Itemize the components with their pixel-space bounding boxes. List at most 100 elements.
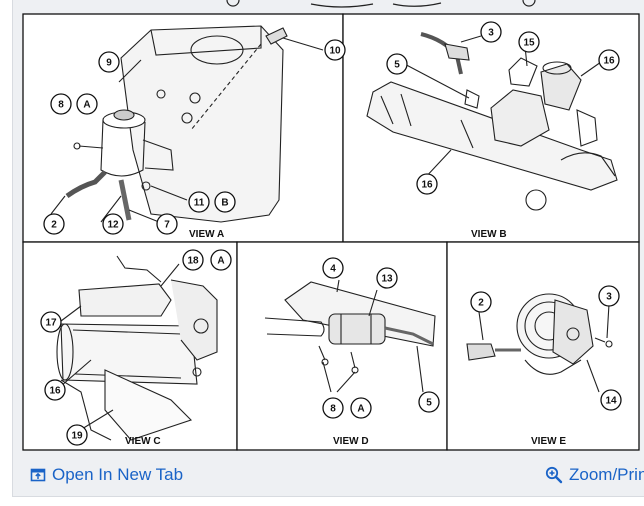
callout-circle bbox=[76, 93, 98, 115]
callout-number: A bbox=[217, 256, 224, 267]
view-e-label: VIEW E bbox=[531, 436, 566, 447]
callout-circle bbox=[480, 21, 502, 43]
callout-circle bbox=[43, 213, 65, 235]
callout-number: 15 bbox=[523, 38, 535, 49]
power-steering-diagram: VIEW A VIEW B VIEW C VIEW D VIEW E 9108A… bbox=[22, 0, 640, 451]
callout-c-19: 19 bbox=[66, 424, 88, 446]
callout-b-16b: 16 bbox=[416, 173, 438, 195]
callout-circle bbox=[322, 397, 344, 419]
callout-number: 17 bbox=[45, 318, 57, 329]
zoom-in-icon bbox=[545, 466, 563, 484]
callout-a-10: 10 bbox=[324, 39, 346, 61]
callout-number: 8 bbox=[330, 404, 336, 415]
callout-d-4: 4 bbox=[322, 257, 344, 279]
callout-circle bbox=[600, 389, 622, 411]
callout-number: 7 bbox=[164, 220, 170, 231]
callout-d-5: 5 bbox=[418, 391, 440, 413]
callout-circle bbox=[66, 424, 88, 446]
callout-b-3: 3 bbox=[480, 21, 502, 43]
zoom-print-label: Zoom/Print bbox=[569, 465, 644, 484]
callout-number: 3 bbox=[488, 28, 494, 39]
callout-e-3: 3 bbox=[598, 285, 620, 307]
callout-circle bbox=[598, 285, 620, 307]
view-a-art bbox=[50, 25, 324, 223]
view-d-label: VIEW D bbox=[333, 436, 369, 447]
callout-d-8: 8 bbox=[322, 397, 344, 419]
callout-number: 2 bbox=[478, 298, 484, 309]
callout-number: 16 bbox=[49, 386, 61, 397]
callout-circle bbox=[518, 31, 540, 53]
callout-circle bbox=[470, 291, 492, 313]
callout-number: 13 bbox=[381, 274, 393, 285]
open-in-new-tab-link[interactable]: Open In New Tab bbox=[30, 456, 183, 494]
callout-a-11: 11 bbox=[188, 191, 210, 213]
callout-number: 9 bbox=[106, 58, 112, 69]
callout-circle bbox=[40, 311, 62, 333]
view-e-art bbox=[466, 293, 613, 393]
callout-number: 14 bbox=[605, 396, 617, 407]
callout-circle bbox=[156, 213, 178, 235]
callout-number: 4 bbox=[330, 264, 336, 275]
callout-number: 3 bbox=[606, 292, 612, 303]
callout-circle bbox=[50, 93, 72, 115]
callout-number: 12 bbox=[107, 220, 119, 231]
callout-a-9: 9 bbox=[98, 51, 120, 73]
callout-circle bbox=[376, 267, 398, 289]
callout-number: 10 bbox=[329, 46, 341, 57]
callout-circle bbox=[44, 379, 66, 401]
callout-number: 19 bbox=[71, 431, 83, 442]
callout-circle bbox=[598, 49, 620, 71]
open-in-new-tab-label: Open In New Tab bbox=[52, 465, 184, 484]
callout-circle bbox=[182, 249, 204, 271]
callout-circle bbox=[188, 191, 210, 213]
view-c-art bbox=[56, 255, 218, 441]
callout-circle bbox=[350, 397, 372, 419]
callout-a-A: A bbox=[76, 93, 98, 115]
callout-number: 18 bbox=[187, 256, 199, 267]
callout-number: 11 bbox=[194, 198, 205, 209]
callout-circle bbox=[98, 51, 120, 73]
callout-circle bbox=[324, 39, 346, 61]
viewer-footer: Open In New Tab Zoom/Print bbox=[25, 456, 644, 494]
callout-number: 8 bbox=[58, 100, 64, 111]
callout-number: 5 bbox=[426, 398, 432, 409]
callout-a-2: 2 bbox=[43, 213, 65, 235]
callout-number: 2 bbox=[51, 220, 57, 231]
callout-e-2: 2 bbox=[470, 291, 492, 313]
callout-c-18: 18 bbox=[182, 249, 204, 271]
zoom-print-link[interactable]: Zoom/Print bbox=[545, 456, 644, 494]
callout-circle bbox=[386, 53, 408, 75]
callout-number: 5 bbox=[394, 60, 400, 71]
callout-circle bbox=[214, 191, 236, 213]
view-d-art bbox=[264, 279, 436, 393]
view-b-art bbox=[366, 32, 618, 211]
callout-a-B: B bbox=[214, 191, 236, 213]
callout-circle bbox=[102, 213, 124, 235]
callout-b-5: 5 bbox=[386, 53, 408, 75]
view-c-label: VIEW C bbox=[125, 436, 161, 447]
callout-circle bbox=[322, 257, 344, 279]
callout-number: 16 bbox=[603, 56, 615, 67]
view-a-label: VIEW A bbox=[189, 229, 224, 240]
callout-b-15: 15 bbox=[518, 31, 540, 53]
callout-number: B bbox=[221, 198, 228, 209]
callout-b-16a: 16 bbox=[598, 49, 620, 71]
callout-circle bbox=[418, 391, 440, 413]
callout-number: A bbox=[357, 404, 364, 415]
open-in-new-tab-icon bbox=[30, 468, 46, 482]
callout-c-16: 16 bbox=[44, 379, 66, 401]
callout-c-17: 17 bbox=[40, 311, 62, 333]
callout-circle bbox=[416, 173, 438, 195]
callout-a-7: 7 bbox=[156, 213, 178, 235]
previous-diagram-fragment bbox=[226, 0, 536, 8]
panel-view-d bbox=[236, 241, 448, 451]
callout-d-13: 13 bbox=[376, 267, 398, 289]
callout-a-12: 12 bbox=[102, 213, 124, 235]
callout-circle bbox=[210, 249, 232, 271]
callout-a-8: 8 bbox=[50, 93, 72, 115]
view-b-label: VIEW B bbox=[471, 229, 507, 240]
callout-number: A bbox=[83, 100, 90, 111]
callout-d-A: A bbox=[350, 397, 372, 419]
